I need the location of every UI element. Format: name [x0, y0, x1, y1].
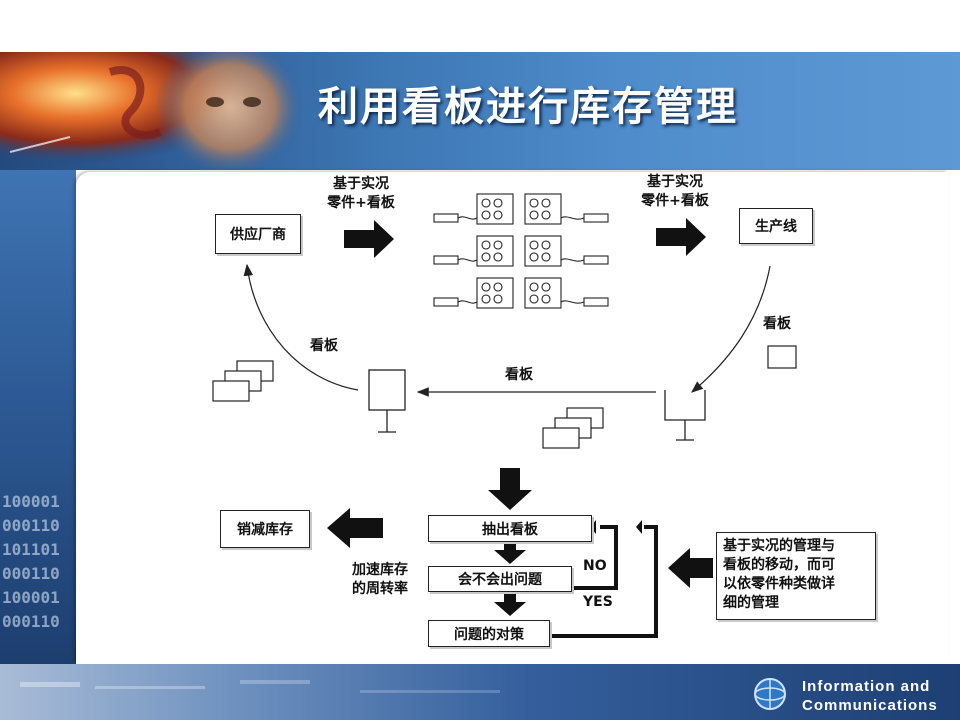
block-arrow-left-icon [668, 548, 713, 588]
binary-row: 101101 [2, 540, 60, 559]
slide-footer: Information and Communications [0, 664, 960, 720]
kanban-card [767, 345, 797, 369]
kanban-flow-curve [243, 263, 359, 391]
arrow-label-left: 基于实况 零件+看板 [322, 175, 400, 213]
no-label: NO [583, 558, 607, 574]
arrow-label-line: 基于实况 [333, 176, 389, 192]
reduce-inventory-box: 销减库存 [220, 510, 310, 548]
footer-graphic [20, 680, 500, 693]
binary-row: 000110 [2, 612, 60, 631]
block-arrow-right-icon [344, 220, 394, 258]
block-arrow-left-icon [327, 508, 383, 548]
binary-row: 000110 [2, 516, 60, 535]
footer-line-2: Communications [802, 697, 938, 714]
turnover-line: 加速库存 [352, 562, 408, 578]
arrow-head-icon [636, 520, 642, 534]
kanban-card-stack [212, 360, 274, 402]
kanban-label-right: 看板 [763, 316, 791, 332]
extract-kanban-label: 抽出看板 [482, 521, 538, 538]
kanban-post-left [368, 369, 406, 433]
kanban-label-left: 看板 [310, 338, 338, 354]
extract-kanban-box: 抽出看板 [428, 515, 592, 542]
header-graphic [0, 52, 300, 170]
countermeasure-label: 问题的对策 [454, 626, 524, 643]
production-line-box: 生产线 [739, 208, 813, 244]
kanban-post-right [664, 390, 706, 441]
production-line-label: 生产线 [755, 219, 797, 235]
reduce-inventory-label: 销减库存 [237, 522, 293, 538]
supplier-box: 供应厂商 [215, 214, 301, 254]
arrow-label-right: 基于实况 零件+看板 [636, 173, 714, 211]
note-line: 以依零件种类做详 [723, 576, 835, 592]
slide-title: 利用看板进行库存管理 [318, 84, 738, 130]
left-panel: 100001 000110 101101 000110 100001 00011… [0, 170, 76, 668]
turnover-label: 加速库存 的周转率 [342, 561, 418, 599]
note-line: 基于实况的管理与 [723, 538, 835, 554]
problem-check-label: 会不会出问题 [458, 572, 542, 588]
block-arrow-right-icon [656, 218, 706, 256]
footer-line-1: Information and [802, 678, 931, 695]
countermeasure-box: 问题的对策 [428, 620, 550, 647]
block-arrow-down-icon [488, 468, 532, 510]
binary-row: 100001 [2, 588, 60, 607]
turnover-line: 的周转率 [352, 581, 408, 597]
countermeasure-feedback-line [552, 525, 658, 638]
storage-rack-grid [433, 193, 609, 309]
block-arrow-down-icon [494, 542, 526, 564]
note-line: 看板的移动，而可 [723, 557, 835, 573]
problem-check-box: 会不会出问题 [428, 566, 572, 592]
kanban-label-middle: 看板 [505, 367, 533, 383]
supplier-label: 供应厂商 [230, 227, 286, 243]
arrow-label-line: 基于实况 [647, 174, 703, 190]
block-arrow-down-icon [494, 594, 526, 616]
note-line: 细的管理 [723, 595, 779, 611]
globe-icon [754, 678, 786, 710]
arrow-head-icon [590, 520, 596, 534]
yes-label: YES [583, 594, 613, 610]
arrow-label-line: 零件+看板 [641, 193, 709, 209]
binary-row: 000110 [2, 564, 60, 583]
note-box: 基于实况的管理与 看板的移动，而可 以依零件种类做详 细的管理 [716, 532, 876, 620]
kanban-flow-curve [691, 265, 771, 393]
no-feedback-line [572, 525, 618, 590]
binary-row: 100001 [2, 492, 60, 511]
slide-header: 利用看板进行库存管理 [0, 52, 960, 170]
kanban-card-stack [542, 407, 604, 449]
arrow-label-line: 零件+看板 [327, 195, 395, 211]
